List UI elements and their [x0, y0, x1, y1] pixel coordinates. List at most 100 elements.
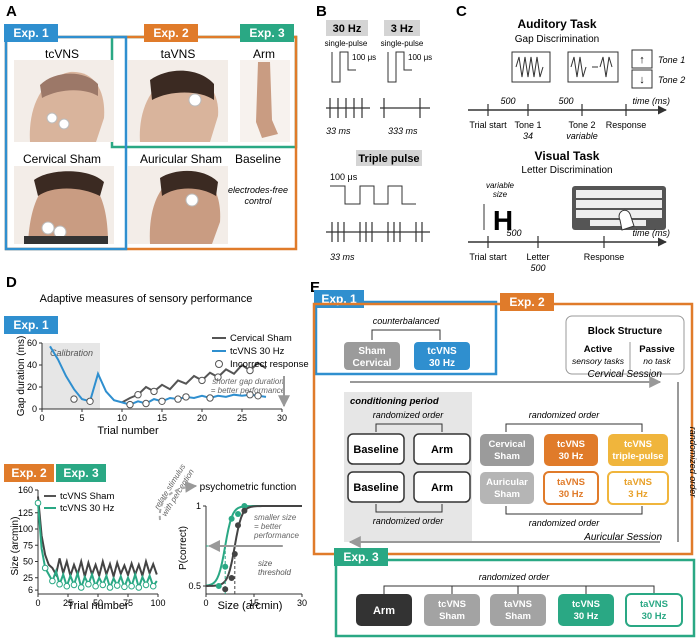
single-pulse-2: single-pulse [381, 39, 424, 48]
tcvns30-box-e2 [544, 434, 598, 466]
exp1-tag-text-a: Exp. 1 [13, 26, 49, 40]
exp3-tcvns30-2: 30 Hz [574, 611, 599, 622]
trial-marker [63, 582, 71, 590]
up-arrow-icon: ↑ [639, 54, 645, 66]
size-threshold-1: size [258, 559, 273, 568]
plot3-ytick-label: 0.5 [188, 581, 201, 591]
panel-label-c: C [456, 3, 467, 20]
note-smaller-1: smaller size [254, 513, 297, 522]
active-sub: sensory tasks [572, 356, 625, 366]
randomized-cervical: randomized order [529, 410, 601, 420]
plot1-xtick-label: 20 [197, 413, 207, 423]
label-arm: Arm [253, 47, 275, 61]
incorrect-marker [198, 376, 206, 385]
trial-marker [106, 584, 114, 591]
trial-marker [49, 577, 56, 585]
trial-start-1: Trial start [469, 120, 507, 130]
cervical-sham-1: Cervical [489, 439, 526, 450]
baseline-box-1 [347, 433, 405, 465]
tcvns-tp-1: tcVNS [624, 439, 652, 450]
tavns30-e2-1: taVNS [557, 477, 585, 488]
psy-point-sham [235, 522, 241, 529]
exp3-tavns30-box [625, 593, 683, 627]
exp1-tag-text-e: Exp. 1 [321, 292, 357, 306]
response-event-1: Response [606, 120, 647, 130]
psy-point-tcvns [222, 563, 229, 570]
exp3-tcvns-sham-2: Sham [439, 611, 465, 622]
exp3-arm-box [356, 594, 412, 626]
relate-arrow [158, 480, 198, 521]
arm-2: Arm [431, 482, 453, 494]
note-smaller-2: = better [254, 522, 282, 531]
arm-box-1 [413, 433, 471, 465]
plot2-ytick-label: 75 [23, 540, 33, 550]
plot3-ytick-label: 1 [196, 501, 201, 511]
trial-marker [128, 582, 135, 590]
plot2-xtick-label: 0 [35, 598, 40, 608]
letter-event: Letter [526, 252, 549, 262]
tone2-key [631, 69, 653, 89]
exp3-tavns-sham-2: Sham [505, 611, 531, 622]
visual-subtitle: Letter Discrimination [521, 165, 612, 176]
exp2-tag-text-e: Exp. 2 [509, 295, 545, 309]
letter-stimulus: H [493, 205, 513, 236]
tone1-wave [515, 56, 544, 78]
psy-title: psychometric function [200, 482, 297, 493]
passive-label: Passive [639, 344, 674, 355]
gap-500-a: 500 [500, 96, 515, 106]
tcvns-tp-box [608, 434, 668, 466]
tone2-legend: Tone 2 [658, 75, 685, 85]
block-title: Block Structure [588, 326, 663, 337]
bracket-cervical [505, 423, 643, 432]
bracket-cond-top [375, 423, 443, 432]
baseline-2: Baseline [353, 482, 398, 494]
tcvns30-e1-2: 30 Hz [429, 358, 455, 369]
panel-label-b: B [316, 3, 327, 20]
pulse-wave-3 [387, 51, 412, 83]
bracket-exp3 [383, 585, 655, 594]
incorrect-marker [174, 395, 182, 403]
auricular-sham-2: Sham [494, 489, 520, 500]
trial-marker [92, 582, 99, 590]
plot2-ytick-label: 25 [23, 573, 33, 583]
plot2-xtick-label: 50 [93, 598, 103, 608]
legend2-tcvns: tcVNS 30 Hz [60, 503, 115, 514]
exp2-tag-text-a: Exp. 2 [153, 26, 189, 40]
time-label-1: time (ms) [633, 96, 671, 106]
gap-500-b: 500 [558, 96, 573, 106]
incorrect-marker [182, 393, 190, 401]
ylabel-size: Size (arcmin) [10, 517, 21, 576]
ylabel-pcorrect: P(correct) [178, 526, 189, 570]
hz30-text: 30 Hz [333, 23, 362, 35]
plot3-xtick-label: 0 [203, 598, 208, 608]
exp3-frame-e [334, 558, 696, 638]
plot1-xtick-label: 0 [39, 413, 44, 423]
plot1-ytick-label: 20 [27, 382, 37, 392]
psy-point-tcvns [228, 515, 235, 522]
label-tavns: taVNS [161, 47, 196, 61]
psy-point-tcvns [241, 503, 248, 509]
timeline-ticks-auditory [487, 104, 627, 116]
tone1-key [631, 49, 653, 69]
exp1-tag-d [4, 316, 58, 334]
exp3-tag-text-d: Exp. 3 [63, 466, 99, 480]
legend2-sham: tcVNS Sham [60, 491, 114, 502]
randomized-exp3: randomized order [479, 572, 551, 582]
exp3-tavns30-2: 30 Hz [642, 611, 667, 622]
series-tcvns-sham [37, 496, 158, 581]
tone1-duration: 34 [523, 131, 533, 141]
plot2-ytick-label: 125 [18, 508, 33, 518]
plot2-ytick-label: 100 [18, 524, 33, 534]
trial-marker [149, 582, 157, 590]
counterbalanced-bracket [371, 329, 441, 340]
psy-point-sham [231, 551, 238, 557]
us100-3: 100 μs [408, 53, 432, 62]
visual-title: Visual Task [535, 149, 600, 163]
psy-point-sham [228, 575, 235, 581]
incorrect-marker [246, 391, 254, 399]
exp1-frame-e [314, 300, 498, 376]
plot3-xtick-label: 15 [249, 598, 259, 608]
legend-marker-incorrect [215, 360, 223, 368]
